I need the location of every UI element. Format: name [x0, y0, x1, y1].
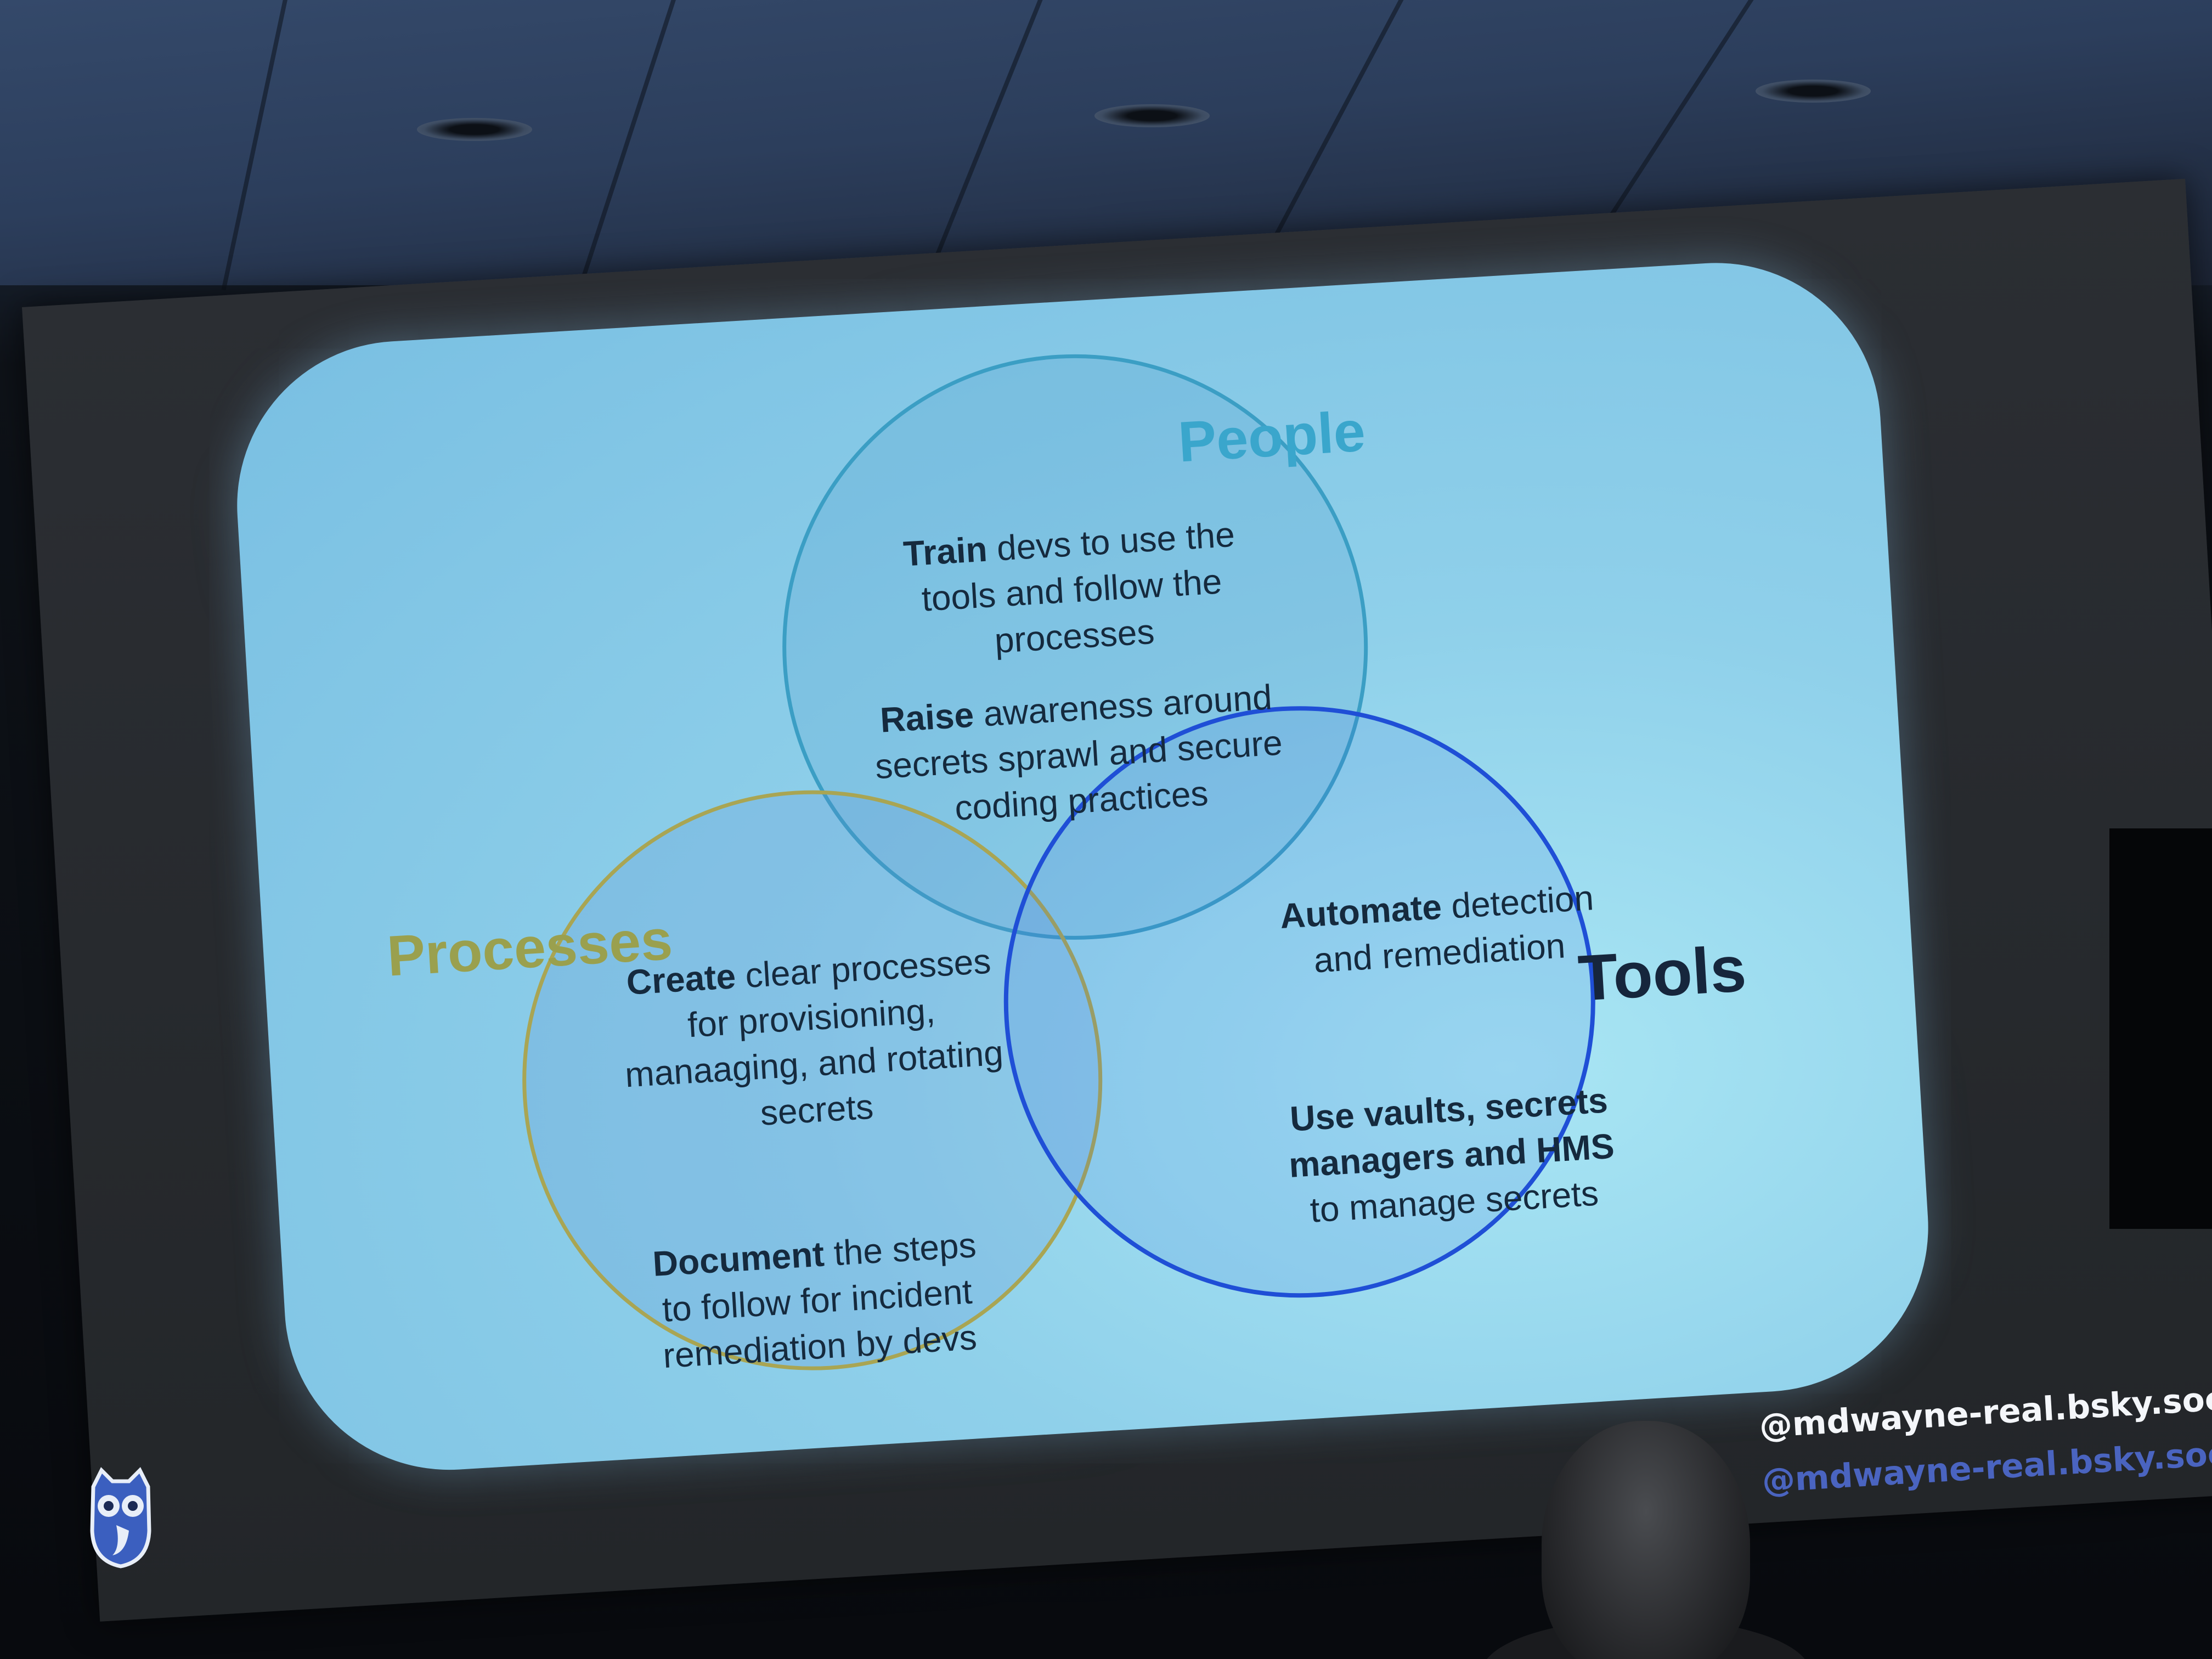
ceiling-seam — [927, 0, 1047, 276]
ceiling — [0, 0, 2212, 291]
create-line-3: manaaging, and rotating — [624, 1032, 1005, 1095]
raise-text: Raise awareness around secrets sprawl an… — [859, 673, 1300, 836]
ceiling-light — [1756, 80, 1871, 103]
processes-circle — [522, 790, 1103, 1370]
people-label: People — [1176, 399, 1367, 475]
ceiling-seam — [579, 0, 679, 283]
train-keyword: Train — [902, 529, 989, 574]
owl-icon — [90, 1467, 151, 1568]
create-line-4: secrets — [759, 1086, 874, 1133]
venn-diagram — [522, 354, 1595, 1370]
vaults-text: Use vaults, secrets managers and HMS to … — [1239, 1074, 1664, 1237]
train-text: Train devs to use the tools and follow t… — [871, 509, 1273, 670]
create-line-2: for provisioning, — [686, 990, 936, 1045]
raise-keyword: Raise — [879, 695, 975, 740]
create-text: Create clear processes for provisioning,… — [594, 936, 1032, 1146]
document-keyword: Document — [651, 1234, 826, 1284]
document-line-1: the steps — [823, 1225, 978, 1274]
train-line-3: processes — [993, 611, 1156, 661]
ceiling-seam — [221, 0, 290, 291]
automate-keyword: Automate — [1279, 887, 1443, 936]
audience-head — [1542, 1421, 1750, 1659]
ceiling-seam — [1260, 0, 1409, 263]
document-text: Document the steps to follow for inciden… — [627, 1220, 1008, 1380]
ceiling-light — [1094, 104, 1210, 127]
train-line-2: tools and follow the — [920, 561, 1223, 619]
automate-line-1: detection — [1440, 878, 1595, 927]
create-keyword: Create — [625, 956, 737, 1002]
side-panel — [2109, 828, 2212, 1229]
tools-circle — [1003, 706, 1595, 1298]
presentation-slide: People Processes Tools Train devs to use… — [228, 253, 1938, 1480]
people-circle — [782, 354, 1368, 940]
ceiling-light — [417, 118, 532, 141]
